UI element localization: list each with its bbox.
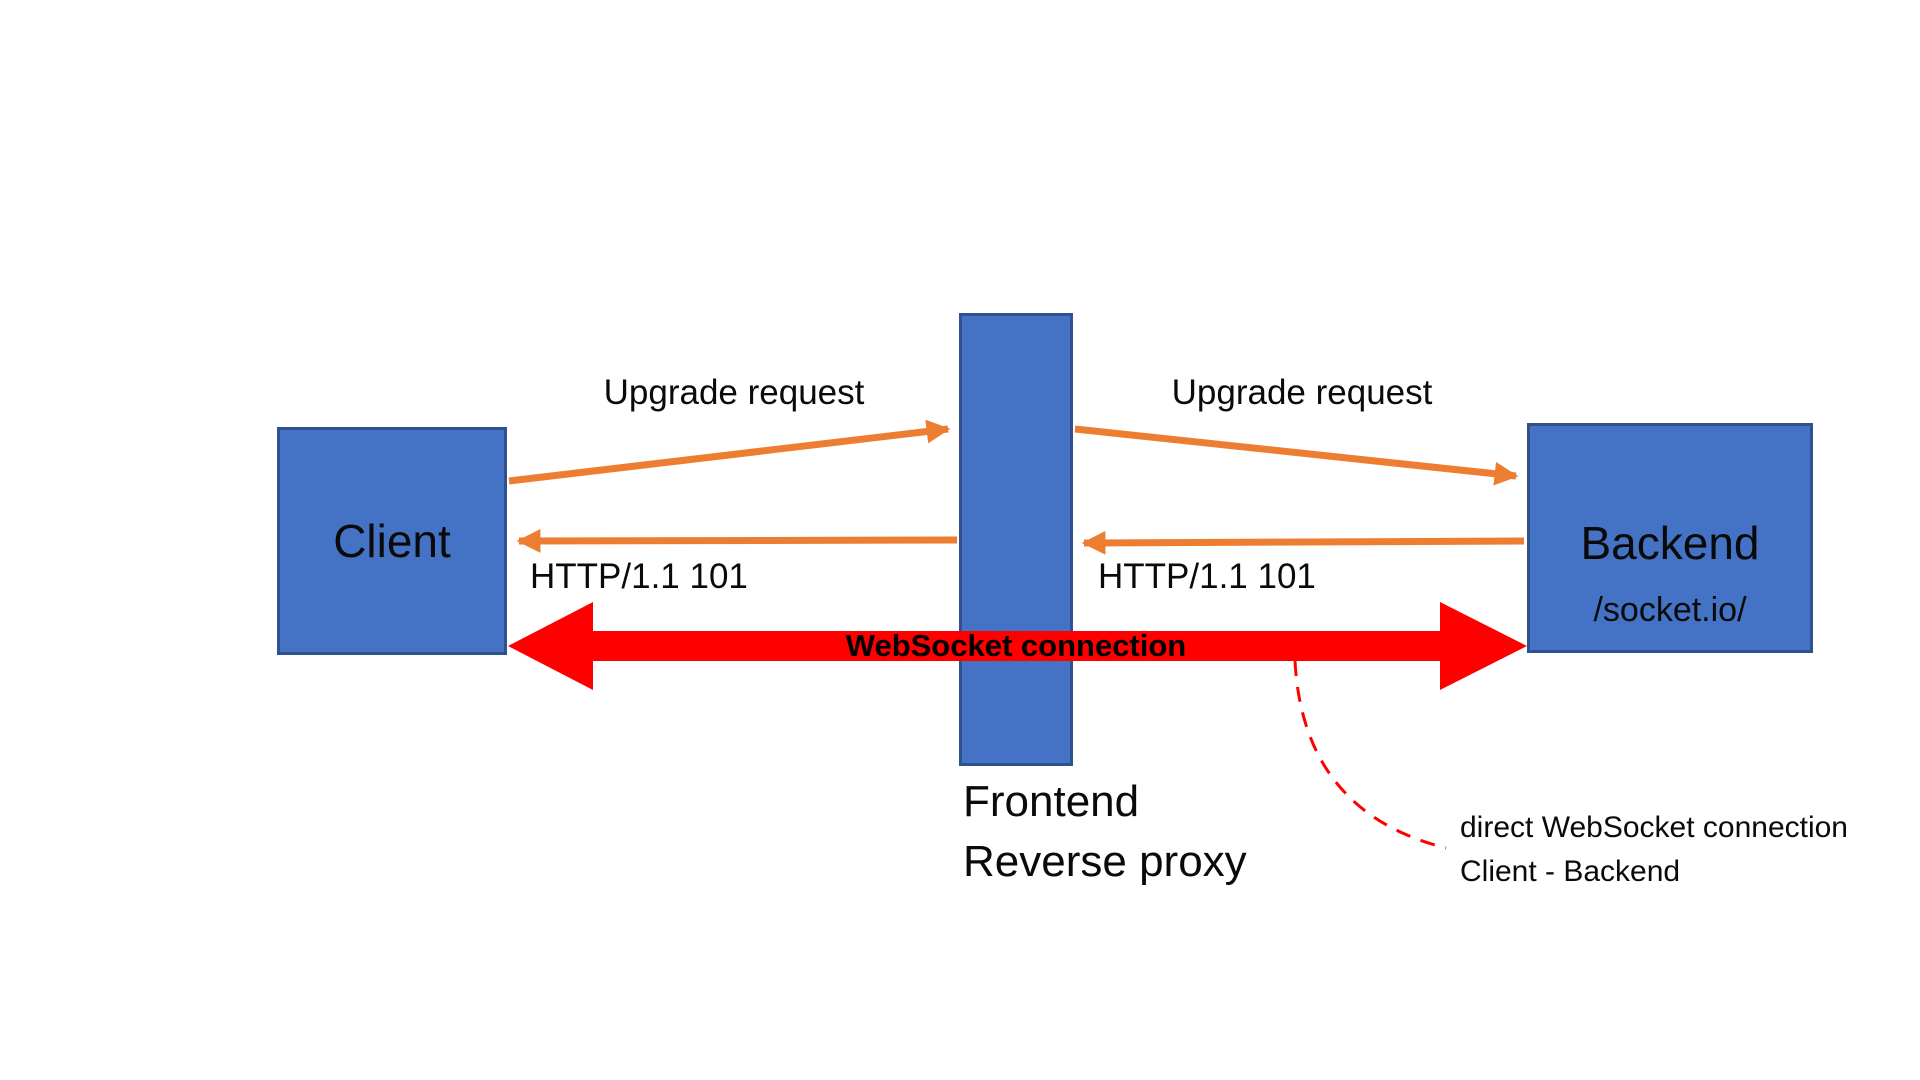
client-node: Client: [277, 427, 507, 655]
reverse-proxy-caption-line2: Reverse proxy: [963, 837, 1247, 886]
upgrade-request-arrow-proxy-to-backend: [1074, 425, 1519, 486]
direct-websocket-annotation-line1: direct WebSocket connection: [1460, 811, 1848, 844]
http-101-right-label: HTTP/1.1 101: [1098, 557, 1316, 596]
upgrade-request-right-label: Upgrade request: [1171, 373, 1433, 412]
reverse-proxy-caption: Frontend Reverse proxy: [963, 772, 1247, 892]
direct-websocket-annotation: direct WebSocket connection Client - Bac…: [1460, 806, 1848, 894]
upgrade-request-left-label: Upgrade request: [603, 373, 865, 412]
direct-websocket-annotation-line2: Client - Backend: [1460, 855, 1681, 888]
backend-node: Backend /socket.io/: [1527, 423, 1813, 653]
client-node-label: Client: [333, 515, 451, 567]
websocket-connection-label: WebSocket connection: [845, 627, 1187, 663]
upgrade-request-arrow-client-to-proxy: [508, 419, 951, 485]
reverse-proxy-node: [959, 313, 1073, 766]
reverse-proxy-caption-line1: Frontend: [963, 777, 1140, 826]
backend-socketio-path-label: /socket.io/: [1593, 591, 1747, 629]
http-101-arrow-proxy-to-client: [516, 529, 958, 553]
annotation-callout-curve: [1293, 660, 1447, 850]
http-101-arrow-backend-to-proxy: [1081, 531, 1525, 555]
backend-node-label: Backend: [1580, 517, 1760, 569]
http-101-left-label: HTTP/1.1 101: [530, 557, 748, 596]
